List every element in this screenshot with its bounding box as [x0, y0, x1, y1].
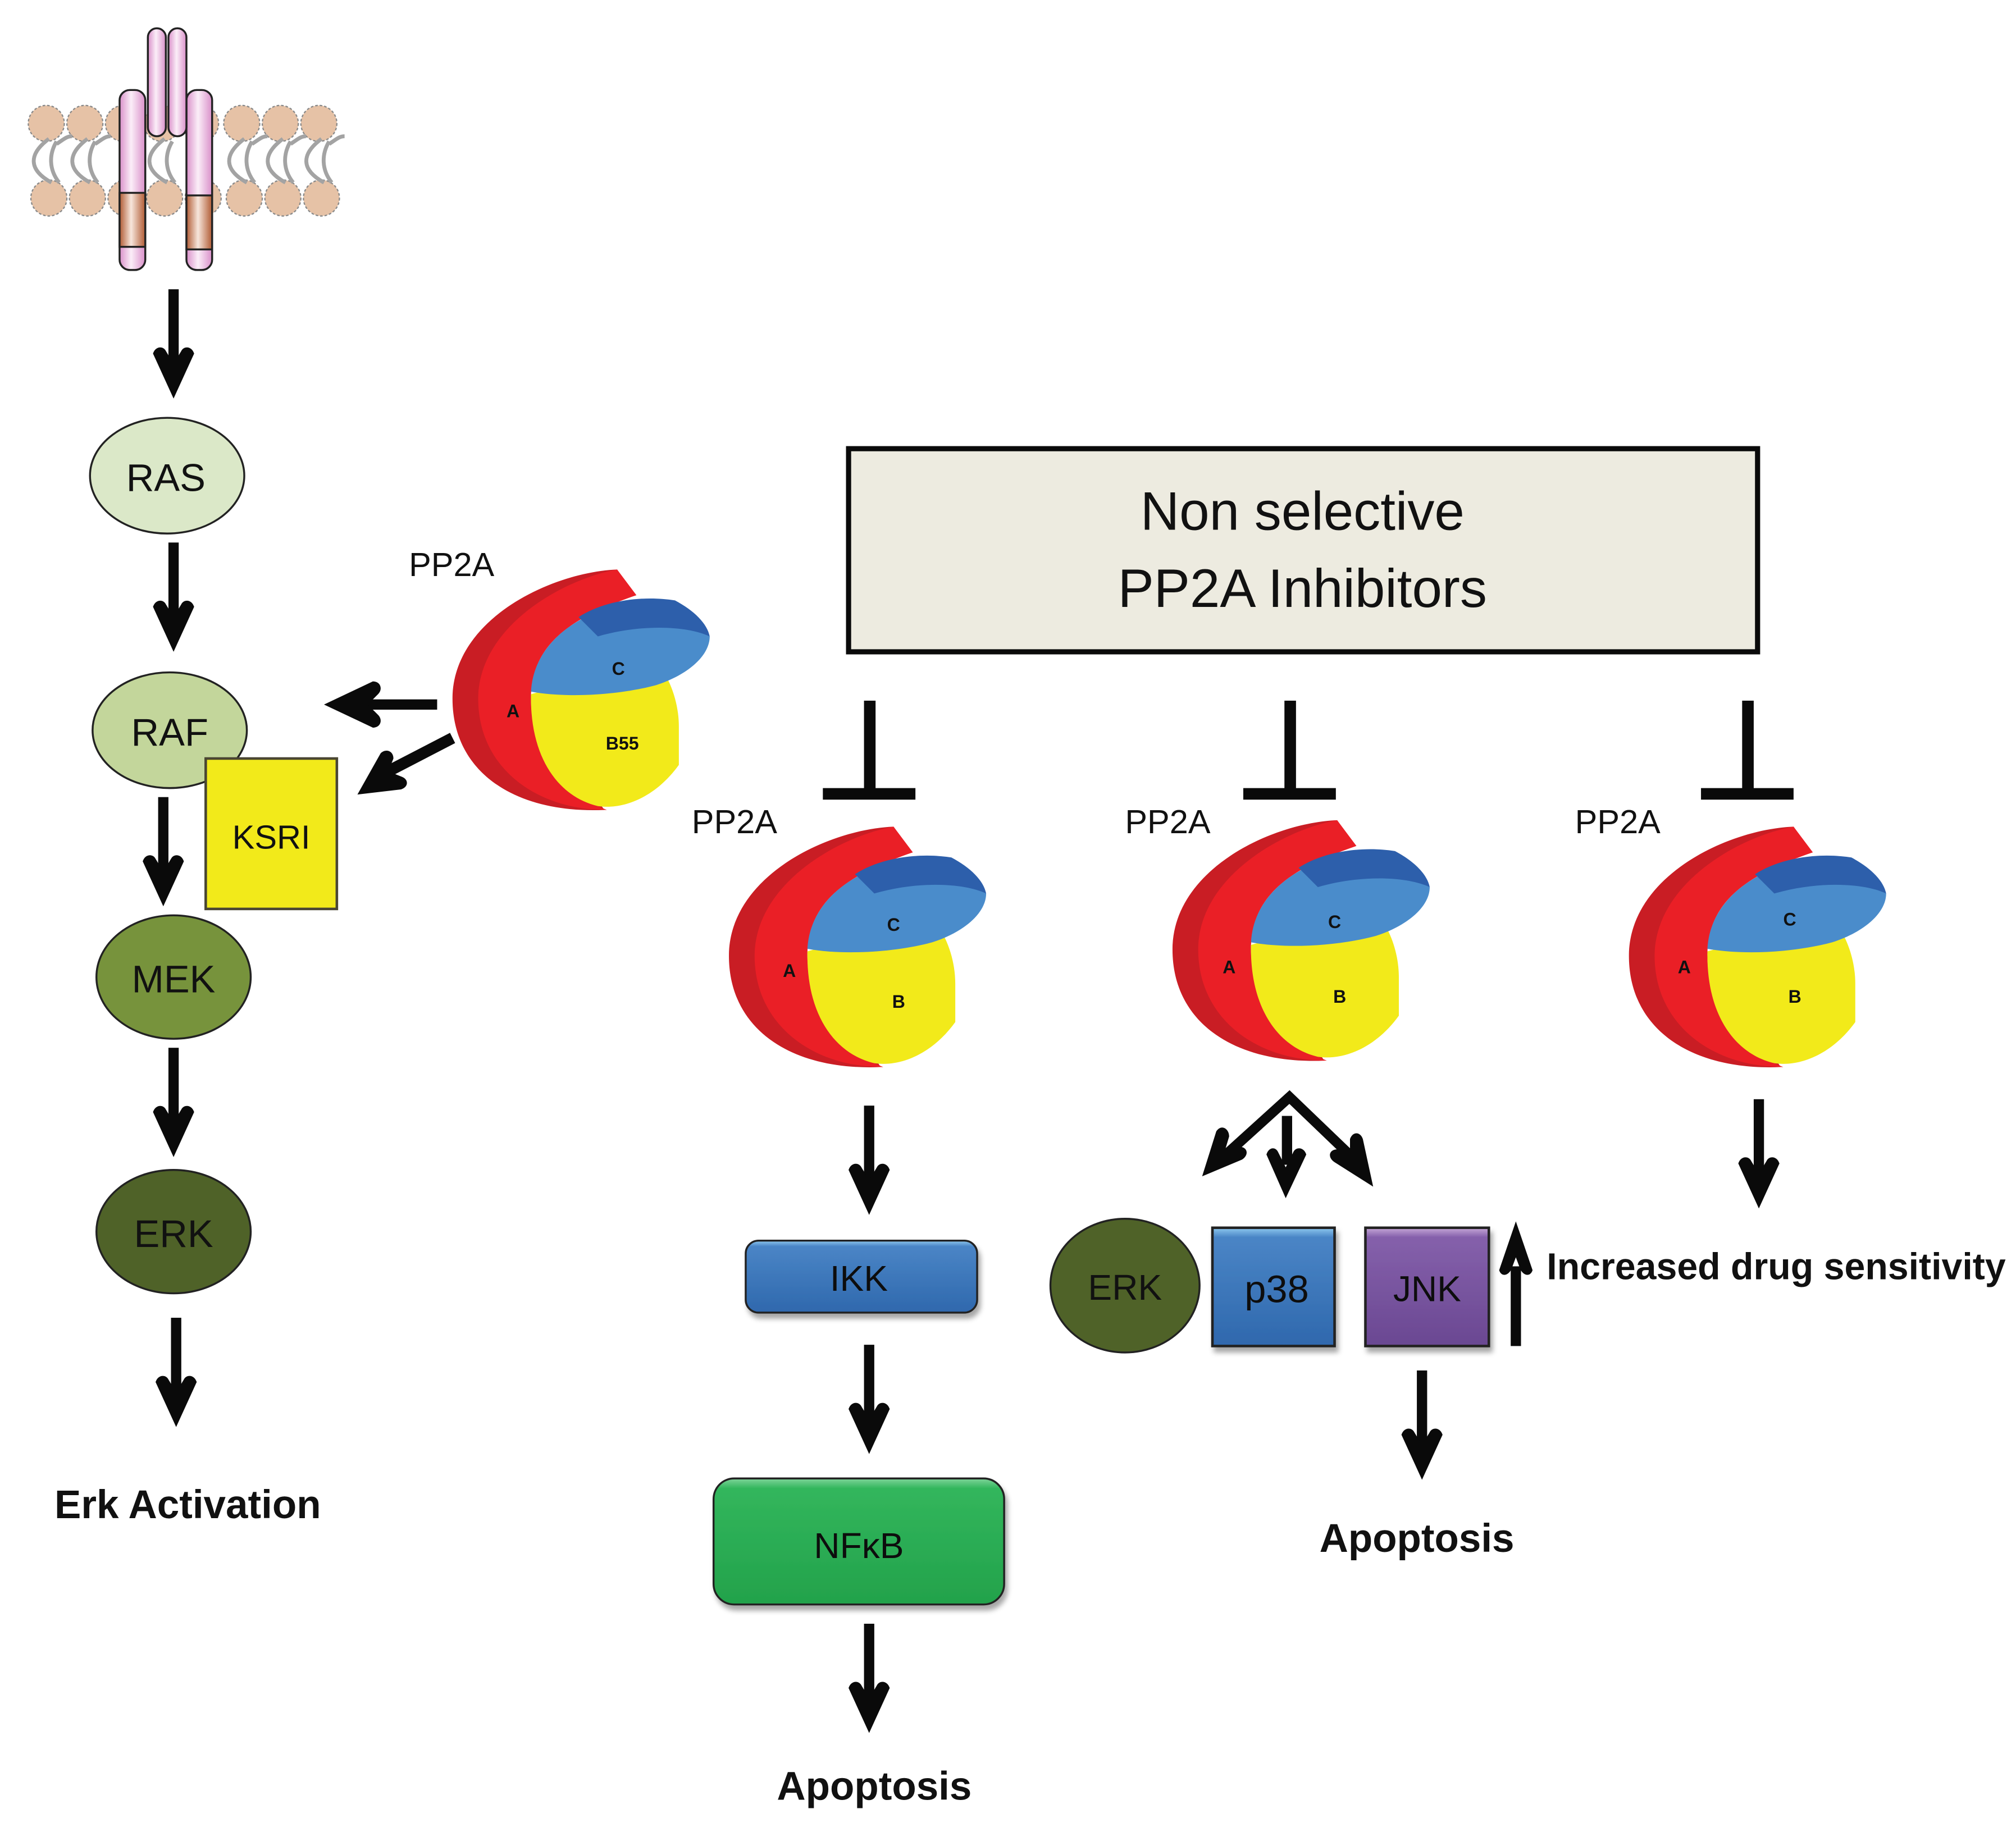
- arrow-pp2a-to-raf: [323, 681, 437, 728]
- branch2-subunit-b-label: B: [1333, 986, 1346, 1007]
- triple-arrow-pp2a-to-mapk: [1202, 1090, 1374, 1199]
- node-ksri[interactable]: KSRI: [204, 757, 339, 911]
- arrow-ras-to-raf: [153, 542, 194, 652]
- receptor-icon: [118, 27, 213, 271]
- inhibitors-title-line2: PP2A Inhibitors: [1118, 559, 1487, 619]
- erk-activation-label: Erk Activation: [54, 1483, 321, 1527]
- pp2a-subunit-c-label: C: [612, 659, 625, 679]
- up-arrow-increase-icon: [1499, 1221, 1533, 1346]
- arrow-pp2a-to-drug-sensitivity: [1738, 1099, 1780, 1209]
- node-erk[interactable]: ERK: [95, 1169, 252, 1295]
- node-ksri-label: KSRI: [232, 818, 311, 856]
- branch1-subunit-b-label: B: [892, 992, 905, 1012]
- branch2-subunit-c-label: C: [1328, 912, 1341, 932]
- inhibition-bar-3: [1701, 700, 1794, 800]
- pp2a-subunit-a-label: A: [507, 701, 519, 721]
- node-jnk[interactable]: JNK: [1364, 1226, 1490, 1347]
- arrow-erk-to-activation: [156, 1318, 197, 1427]
- node-erk-branch2[interactable]: ERK: [1049, 1218, 1201, 1354]
- pp2a-branch3-label: PP2A: [1575, 803, 1661, 840]
- node-ras-label: RAS: [126, 456, 206, 500]
- pp2a-subunit-b55-label: B55: [606, 733, 639, 753]
- node-erk-branch2-label: ERK: [1088, 1267, 1162, 1308]
- branch3-subunit-c-label: C: [1783, 910, 1796, 930]
- node-ikk[interactable]: IKK: [745, 1239, 978, 1314]
- node-p38[interactable]: p38: [1211, 1226, 1336, 1347]
- branch3-subunit-a-label: A: [1678, 957, 1691, 977]
- pp2a-branch1-complex[interactable]: A C B: [729, 826, 987, 1067]
- branch1-subunit-a-label: A: [783, 961, 796, 981]
- inhibition-bar-2: [1243, 700, 1336, 800]
- node-nfkb[interactable]: NFκB: [712, 1477, 1005, 1606]
- pp2a-b55-complex[interactable]: A C B55: [452, 569, 710, 811]
- arrow-raf-to-mek: [143, 797, 184, 907]
- non-selective-pp2a-inhibitors-box[interactable]: Non selective PP2A Inhibitors: [846, 446, 1760, 655]
- arrow-mek-to-erk: [153, 1048, 194, 1157]
- node-erk-label: ERK: [134, 1212, 213, 1255]
- pp2a-branch2-label: PP2A: [1125, 803, 1210, 840]
- arrow-receptor-to-ras: [153, 289, 194, 399]
- pp2a-activator-label: PP2A: [409, 546, 494, 583]
- branch2-apoptosis-label: Apoptosis: [1320, 1516, 1515, 1561]
- pp2a-branch3-complex[interactable]: A C B: [1629, 826, 1886, 1067]
- arrow-nfkb-to-apoptosis: [849, 1624, 890, 1733]
- arrow-pp2a-to-ksri: [357, 733, 455, 795]
- pp2a-branch1-label: PP2A: [692, 803, 777, 840]
- cell-membrane: [28, 27, 345, 271]
- node-raf-label: RAF: [131, 711, 208, 754]
- node-ras[interactable]: RAS: [89, 417, 245, 535]
- branch1-apoptosis-label: Apoptosis: [777, 1765, 971, 1809]
- arrow-jnk-to-apoptosis: [1401, 1370, 1443, 1480]
- node-p38-label: p38: [1244, 1268, 1309, 1311]
- arrow-pp2a-to-ikk: [849, 1105, 890, 1215]
- arrow-ikk-to-nfkb: [849, 1345, 890, 1454]
- node-mek-label: MEK: [132, 958, 216, 1001]
- node-nfkb-label: NFκB: [814, 1525, 904, 1566]
- node-ikk-label: IKK: [830, 1258, 888, 1299]
- branch3-subunit-b-label: B: [1789, 986, 1801, 1007]
- inhibition-bar-1: [823, 700, 916, 800]
- increased-drug-sensitivity-label: Increased drug sensitivity: [1547, 1246, 2005, 1287]
- node-mek[interactable]: MEK: [95, 914, 252, 1040]
- branch1-subunit-c-label: C: [887, 915, 900, 935]
- pp2a-branch2-complex[interactable]: A C B: [1172, 820, 1430, 1061]
- branch2-subunit-a-label: A: [1223, 957, 1235, 977]
- inhibitors-title-line1: Non selective: [1141, 481, 1465, 541]
- node-jnk-label: JNK: [1393, 1268, 1461, 1309]
